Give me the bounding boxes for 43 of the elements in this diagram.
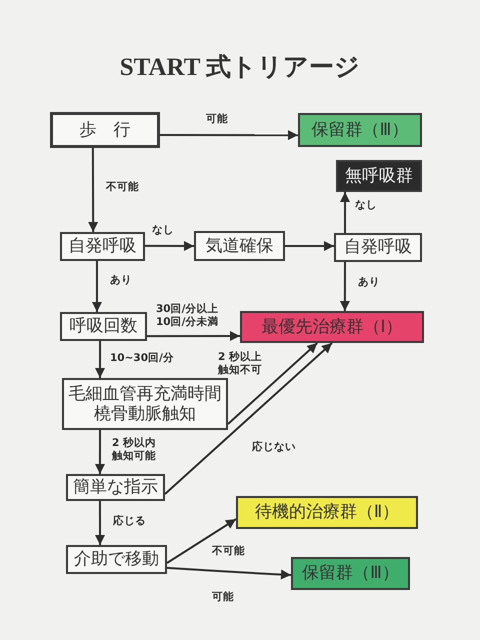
arrow bbox=[285, 241, 334, 252]
edge-label: 30回/分以上10回/分未満 bbox=[156, 303, 220, 328]
arrow bbox=[160, 130, 298, 140]
step-box: 呼吸回数 bbox=[60, 312, 147, 341]
arrow bbox=[94, 430, 105, 474]
edge-label: 不可能 bbox=[106, 181, 139, 194]
arrow bbox=[145, 240, 194, 251]
step-box: 自発呼吸 bbox=[60, 232, 145, 261]
group-box: 保留群（Ⅲ） bbox=[291, 557, 410, 590]
edge-label: なし bbox=[355, 199, 377, 212]
arrow bbox=[95, 501, 106, 545]
step-box: 簡単な指示 bbox=[66, 474, 165, 501]
arrow bbox=[92, 261, 102, 312]
title: START 式トリアージ bbox=[118, 53, 362, 83]
edge-label: 10~30回/分 bbox=[110, 352, 174, 365]
edge-label: あり bbox=[110, 274, 132, 287]
edge-label: 応じる bbox=[113, 515, 146, 528]
edge-label: 可能 bbox=[206, 113, 228, 126]
arrow bbox=[166, 518, 237, 564]
arrow bbox=[88, 148, 98, 232]
edge-label: なし bbox=[152, 224, 174, 237]
edge-label: 2 秒以内触知可能 bbox=[112, 437, 157, 462]
arrow bbox=[147, 330, 240, 341]
group-box: 最優先治療群（Ⅰ） bbox=[240, 311, 424, 343]
arrow bbox=[95, 341, 106, 378]
step-box: 気道確保 bbox=[194, 231, 285, 261]
arrow bbox=[340, 192, 350, 233]
group-box: 待機的治療群（Ⅱ） bbox=[236, 496, 418, 529]
step-box: 介助で移動 bbox=[66, 545, 167, 574]
arrow bbox=[166, 566, 292, 580]
step-box: 自発呼吸 bbox=[334, 233, 422, 262]
step-box: 毛細血管再充満時間橈骨動脈触知 bbox=[62, 378, 228, 430]
group-box: 保留群（Ⅲ） bbox=[298, 113, 422, 147]
step-box: 歩行 bbox=[50, 112, 160, 148]
edge-label: 応じない bbox=[252, 441, 296, 454]
edge-label: あり bbox=[358, 276, 380, 289]
edge-label: 可能 bbox=[212, 591, 234, 604]
group-box: 無呼吸群 bbox=[336, 160, 422, 192]
edge-label: 2 秒以上触知不可 bbox=[218, 351, 263, 376]
edge-label: 不可能 bbox=[212, 545, 245, 558]
arrow bbox=[340, 262, 350, 311]
arrow bbox=[164, 342, 333, 495]
arrow bbox=[227, 342, 318, 425]
